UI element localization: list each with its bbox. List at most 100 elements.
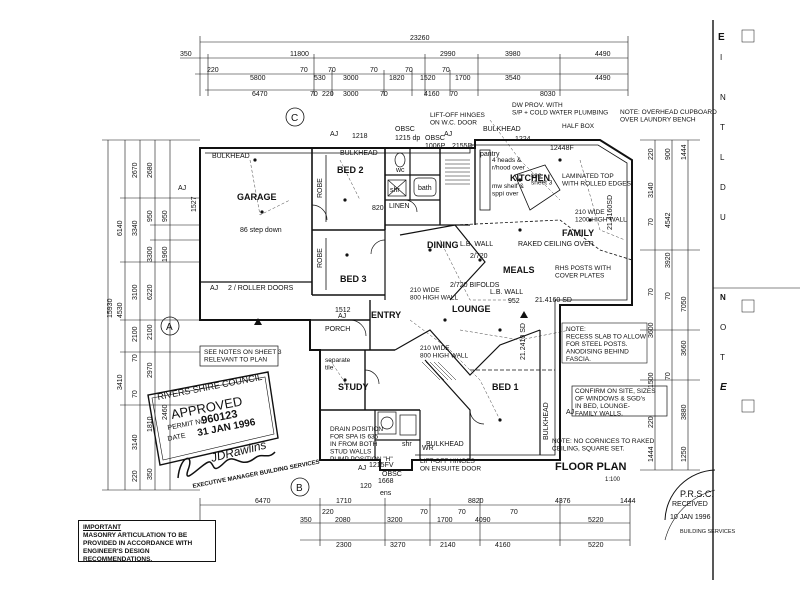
dim-right: 1250 (681, 446, 688, 462)
council-approval-stamp: RIVERS SHIRE COUNCIL APPROVED PERMIT No.… (147, 371, 320, 490)
room-dining: DINING (427, 240, 459, 250)
dim-right: 70 (648, 218, 655, 226)
dim-left: 950 (162, 210, 169, 222)
dim-bottom: 6470 (255, 498, 271, 505)
right-dimensions (640, 139, 700, 471)
note-line: see (531, 172, 542, 179)
dim-overall-width: 23260 (410, 35, 430, 42)
obsc-label: OBSC (395, 126, 415, 133)
door-swing (404, 199, 418, 213)
size-1224: 1224 (515, 136, 531, 143)
sidebar-char: N (720, 93, 726, 102)
plan-scale: 1:100 (605, 477, 621, 483)
dim-top: 3000 (343, 91, 359, 98)
dim-top: 70 (310, 91, 318, 98)
important-heading: IMPORTANT (83, 524, 122, 531)
note-line: sheet 3 (531, 180, 553, 187)
half-box-note: HALF BOX (562, 123, 595, 130)
dim-bottom: 350 (300, 517, 312, 524)
dim-left: 3100 (132, 284, 139, 300)
size-1215dp: 1215 dp (395, 135, 420, 142)
dim-bottom: 4376 (555, 498, 571, 505)
size-1512: 1512 (335, 307, 351, 314)
sidebar-char: L (720, 153, 725, 162)
dim-top: 70 (328, 67, 336, 74)
dim-left: 4530 (117, 302, 124, 318)
dim-top: 3000 (343, 75, 359, 82)
grid-marker-b-label: B (296, 483, 303, 494)
note-line: 4 heads & (492, 157, 522, 164)
grid-marker-b (290, 477, 310, 497)
grid-marker-c-label: C (291, 113, 298, 124)
dim-right: 3880 (681, 404, 688, 420)
dim-right: 70 (665, 372, 672, 380)
dim-bottom: 8820 (468, 498, 484, 505)
room-robe-bed3: ROBE (317, 248, 324, 268)
roller-doors-label: 2 / ROLLER DOORS (228, 285, 294, 292)
received-stamp: P.R.S.C. RECEIVED 10 JAN 1996 BUILDING S… (664, 469, 736, 541)
dim-left: 70 (132, 390, 139, 398)
dim-bottom: 70 (510, 509, 518, 516)
dim-top: 350 (180, 51, 192, 58)
dim-left: 2670 (132, 162, 139, 178)
dim-left: 3340 (132, 220, 139, 236)
dim-right: 1444 (681, 144, 688, 160)
note-line: FOR STEEL POSTS. (566, 341, 628, 348)
size-1218: 1218 (352, 133, 368, 140)
dim-bottom: 220 (322, 509, 334, 516)
dim-left: 220 (132, 470, 139, 482)
dim-bottom: 1444 (620, 498, 636, 505)
note-line: DRAIN POSITION (330, 426, 383, 433)
note-line: RELEVANT TO PLAN (204, 357, 267, 364)
size-1006p: 1006P (425, 143, 446, 150)
note-line: FAMILY WALLS. (575, 411, 623, 418)
note-line: RECESS SLAB TO ALLOW (566, 334, 647, 341)
note-line: FASCIA. (566, 356, 591, 363)
note-line: STUD WALLS (330, 449, 372, 456)
grid-markers: C A B (160, 107, 310, 497)
dim-top: 6470 (252, 91, 268, 98)
note-line: IN BED, LOUNGE- (575, 403, 630, 410)
aj-label: AJ (178, 185, 186, 192)
dim-bottom: ens (380, 490, 392, 497)
sidebar-char: D (720, 183, 726, 192)
raked-ceiling-note: RAKED CEILING OVER (518, 241, 594, 248)
note-line: 800 HIGH WALL (410, 295, 459, 302)
electrical-lines (249, 119, 626, 421)
dim-right: 1444 (648, 446, 655, 462)
dim-right: 220 (648, 148, 655, 160)
bulkhead-bed2: BULKHEAD (340, 150, 378, 157)
note-line: LIFT-OFF HINGES (430, 112, 486, 119)
bulkhead-ensuite: BULKHEAD (426, 441, 464, 448)
aj-label: AJ (338, 313, 346, 320)
dim-bottom: 120 (360, 483, 372, 490)
size-1215fv: 1215FV (369, 462, 394, 469)
dim-top: 1700 (455, 75, 471, 82)
note-line: FOR SPA IS 635 (330, 434, 379, 441)
room-bed1: BED 1 (492, 382, 519, 392)
dim-bottom: 2300 (336, 542, 352, 549)
sidebar-char: T (720, 353, 725, 362)
note-line: ON ENSUITE DOOR (420, 466, 481, 473)
bottom-dimensions (199, 498, 631, 546)
dim-right: 900 (665, 148, 672, 160)
sidebar-char: O (720, 323, 726, 332)
room-shr-ensuite: shr (402, 441, 412, 448)
size-21416sd: 21.4160 SD (535, 297, 572, 304)
note-line: COVER PLATES (555, 273, 605, 280)
dim-right: 70 (648, 288, 655, 296)
dim-bottom: 5220 (588, 542, 604, 549)
dim-left: 950 (147, 210, 154, 222)
dim-left: 6220 (147, 284, 154, 300)
size-21416sd-b: 21.4160SD (607, 195, 614, 230)
ensuite-hatch (421, 361, 457, 381)
dim-left: 1810 (147, 416, 154, 432)
dim-left: 2680 (147, 162, 154, 178)
spa-icon (377, 411, 397, 435)
note-line: CONFIRM ON SITE, SIZES (575, 388, 656, 395)
dim-bottom: 2140 (440, 542, 456, 549)
